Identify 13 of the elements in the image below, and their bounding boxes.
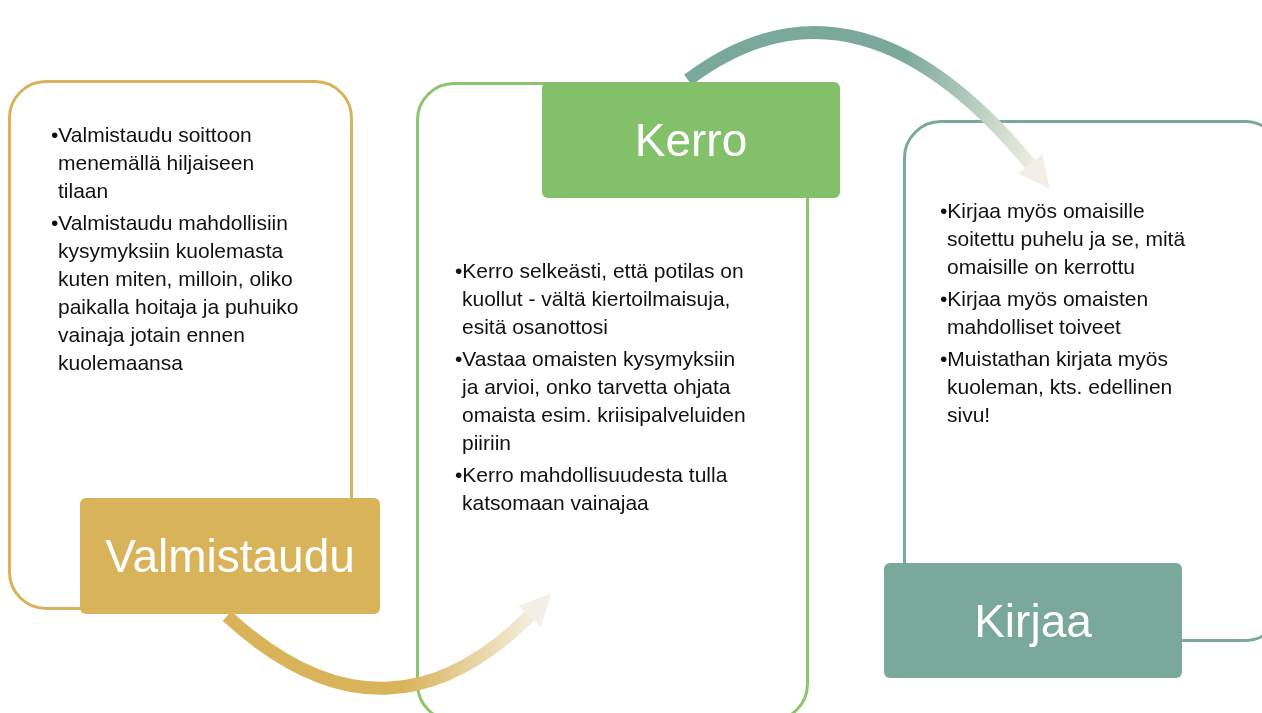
- bullet-text: •Kerro mahdollisuudesta tulla katsomaan vainajaa: [455, 462, 729, 516]
- curved-arrow: [222, 594, 552, 695]
- bullet-text: •Valmistaudu soittoon menemällä hiljaiseen tilaan: [51, 122, 256, 204]
- bullet-text: •Vastaa omaisten kysymyksiin ja arvioi, onko tarvetta ohjata omaista esim. kriisipalveluiden piiriin: [455, 346, 747, 456]
- bullet-text: •Kerro selkeästi, että potilas on kuollut - vältä kiertoilmaisuja, esitä osanottosi: [455, 258, 745, 340]
- bullet-text: •Kirjaa myös omaisten mahdolliset toiveet: [940, 286, 1150, 340]
- bullet-text: •Kirjaa myös omaisille soitettu puhelu ja se, mitä omaisille on kerrottu: [940, 198, 1187, 280]
- step-title: Kerro: [542, 82, 840, 198]
- bullet-text: •Valmistaudu mahdollisiin kysymyksiin kuolemasta kuten miten, milloin, oliko paikalla hoitaja ja puhuiko vainaja jotain ennen kuolemaansa: [51, 210, 300, 376]
- step-title: Kirjaa: [884, 563, 1182, 678]
- curved-arrow: [684, 26, 1050, 188]
- bullet-text: •Muistathan kirjata myös kuoleman, kts. edellinen sivu!: [940, 346, 1174, 428]
- step-title: Valmistaudu: [80, 498, 380, 614]
